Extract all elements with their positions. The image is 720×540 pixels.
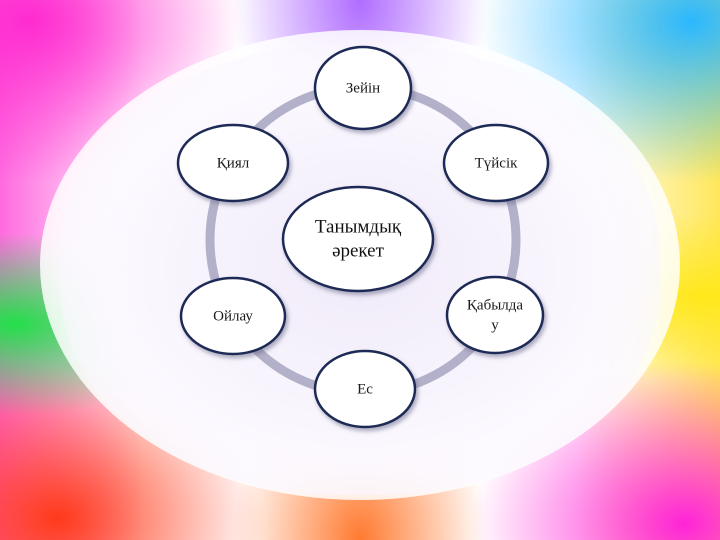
node-label-qabyldau-line2: у xyxy=(491,317,499,333)
node-label-es: Ес xyxy=(357,381,373,397)
center-label-line1: Танымдық xyxy=(315,216,402,237)
node-label-tuysik: Түйсік xyxy=(475,155,519,171)
center-node: Танымдық әрекет xyxy=(281,185,435,293)
node-qabyldau: Қабылда у xyxy=(445,275,545,355)
node-oilau: Ойлау xyxy=(179,276,287,356)
node-label-oilau: Ойлау xyxy=(213,308,253,324)
node-es: Ес xyxy=(313,349,417,429)
center-label-line2: әрекет xyxy=(332,240,385,261)
node-qiyal: Қиял xyxy=(176,123,290,203)
node-label-qabyldau-line1: Қабылда xyxy=(467,297,523,313)
node-label-qiyal: Қиял xyxy=(217,155,250,171)
node-tuysik: Түйсік xyxy=(442,123,550,203)
node-label-zeiin: Зейін xyxy=(346,80,380,96)
node-zeiin: Зейін xyxy=(313,45,413,131)
